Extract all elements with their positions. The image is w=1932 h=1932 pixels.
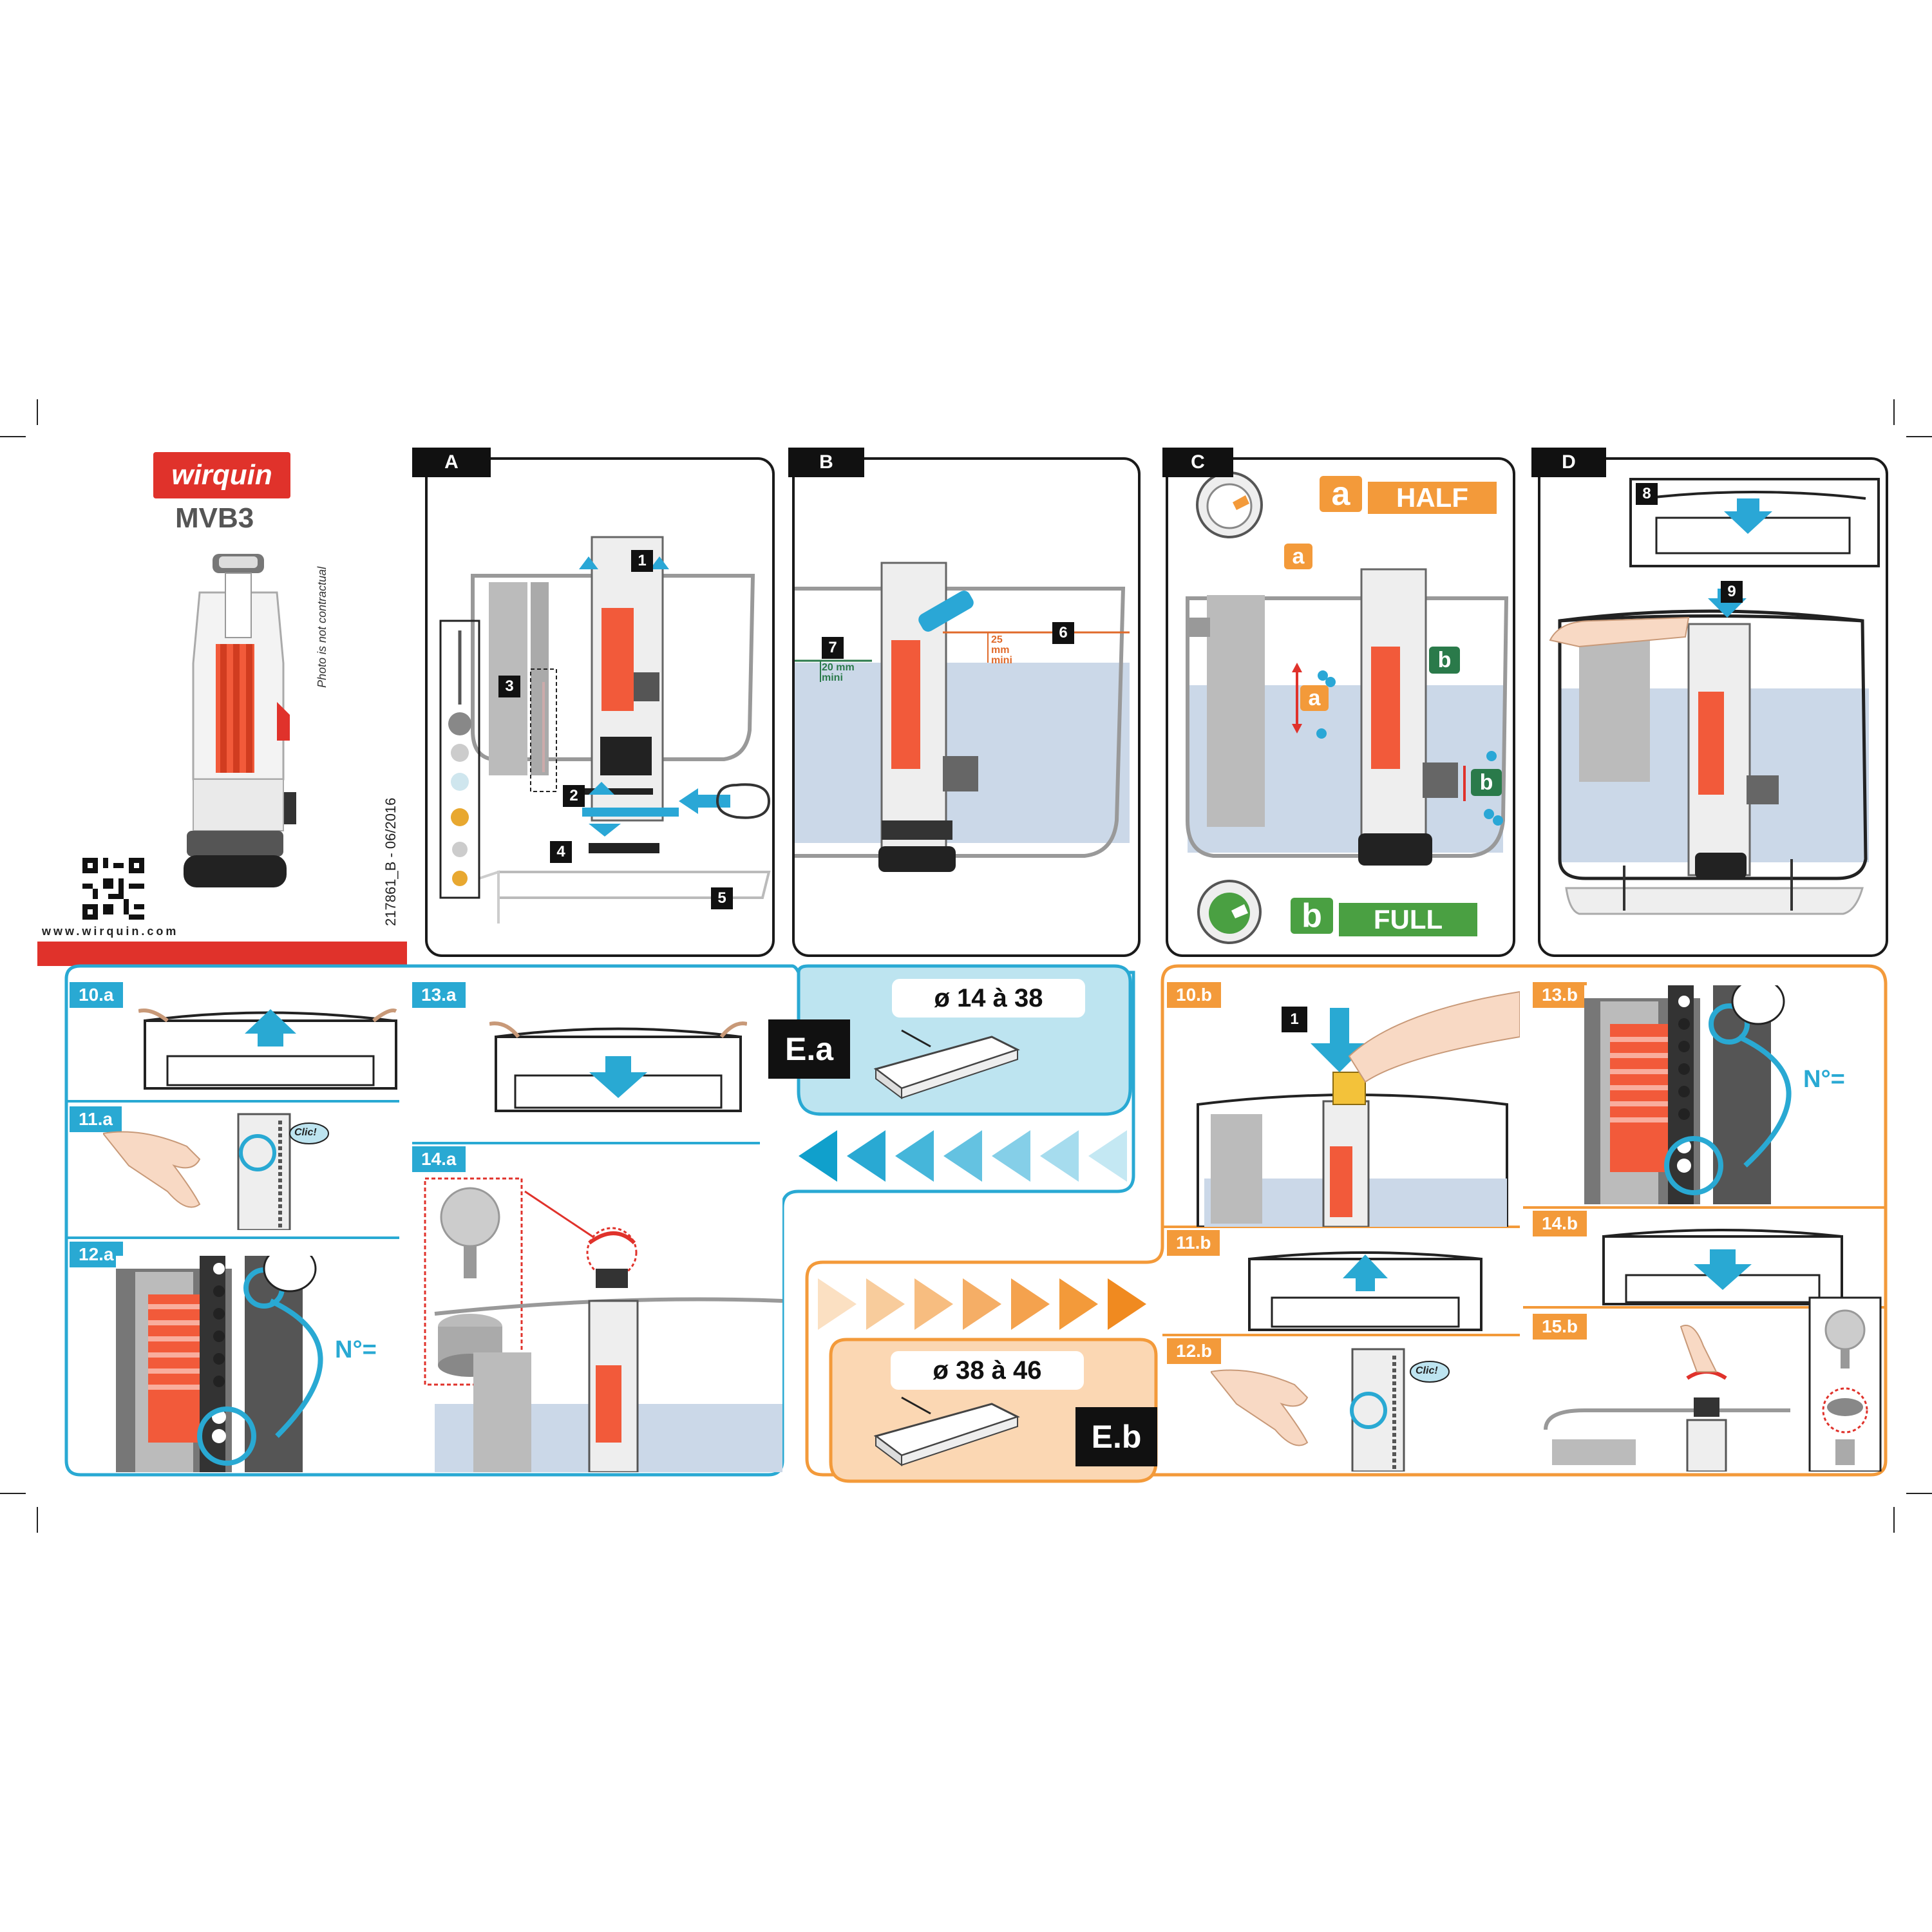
step-11b-illustration xyxy=(1248,1251,1482,1331)
step-12a-tag: 12.a xyxy=(70,1242,123,1267)
section-tag-a: A xyxy=(412,448,491,477)
crop-mark xyxy=(1906,1493,1932,1494)
eb-tag: E.b xyxy=(1075,1407,1157,1466)
step-13a-tag: 13.a xyxy=(412,982,466,1008)
brand-logo-text: wirquin xyxy=(171,459,272,491)
step-14b-tag: 14.b xyxy=(1533,1211,1587,1236)
step-11a-illustration xyxy=(103,1113,329,1230)
step-10a-illustration xyxy=(138,1009,397,1090)
step-13b-tag: 13.b xyxy=(1533,982,1587,1008)
step-12b-illustration xyxy=(1211,1348,1450,1472)
marker-b-side: b xyxy=(1471,769,1502,796)
crop-mark xyxy=(1893,1507,1895,1533)
crop-mark xyxy=(1906,436,1932,437)
n-label-a: N°= xyxy=(335,1336,377,1363)
crop-mark xyxy=(0,436,26,437)
step-5-marker: 5 xyxy=(711,887,733,909)
panel-a-illustration xyxy=(439,536,771,923)
website-text: www.wirquin.com xyxy=(42,925,179,938)
section-tag-b: B xyxy=(788,448,864,477)
marker-a-side: a xyxy=(1300,685,1329,711)
clic-label-a: Clic! xyxy=(294,1127,317,1138)
min-20-label: 20 mm mini xyxy=(822,662,855,683)
step-14a-illustration xyxy=(422,1172,782,1472)
model-name: MVB3 xyxy=(175,502,254,534)
brand-red-bar xyxy=(37,942,407,966)
step-9-marker: 9 xyxy=(1721,581,1743,603)
crop-mark xyxy=(1893,399,1895,425)
eb-diameter-label: ø 38 à 46 xyxy=(891,1351,1084,1390)
step-15b-illustration xyxy=(1544,1296,1882,1472)
step-13a-illustration xyxy=(489,1021,747,1112)
step-1b-marker: 1 xyxy=(1282,1007,1307,1032)
step-13b-illustration xyxy=(1584,985,1884,1204)
panel-b-illustration xyxy=(795,562,1130,872)
step-11a-tag: 11.a xyxy=(70,1106,122,1132)
eb-button-illustration xyxy=(873,1396,1020,1466)
step-7-marker: 7 xyxy=(822,637,844,659)
n-label-b: N°= xyxy=(1803,1066,1845,1093)
panel-c-illustration xyxy=(1186,471,1509,944)
step-6-marker: 6 xyxy=(1052,622,1074,644)
step-10b-tag: 10.b xyxy=(1167,982,1222,1008)
tank-water xyxy=(795,663,1130,843)
ea-diameter-label: ø 14 à 38 xyxy=(892,979,1085,1018)
step-1-marker: 1 xyxy=(631,550,653,572)
step-12a-illustration xyxy=(116,1256,399,1472)
step-15b-tag: 15.b xyxy=(1533,1314,1587,1340)
step-14b-illustration xyxy=(1602,1229,1843,1305)
section-tag-d: D xyxy=(1531,448,1606,477)
min-25-label: 25 mm mini xyxy=(991,634,1012,666)
step-4-marker: 4 xyxy=(550,841,572,863)
clic-label-b: Clic! xyxy=(1416,1365,1438,1376)
crop-mark xyxy=(37,1507,38,1533)
section-tag-c: C xyxy=(1162,448,1233,477)
panel-d-illustration xyxy=(1549,478,1880,915)
step-10a-tag: 10.a xyxy=(70,982,123,1008)
ea-tag: E.a xyxy=(768,1019,850,1079)
panel-b: 6 7 25 mm mini 20 mm mini xyxy=(792,457,1141,957)
qr-code xyxy=(82,858,144,920)
crop-mark xyxy=(0,1493,26,1494)
step-12b-tag: 12.b xyxy=(1167,1338,1222,1364)
step-10b-illustration xyxy=(1197,990,1520,1227)
brand-logo: wirquin xyxy=(153,452,290,498)
step-3-marker: 3 xyxy=(498,676,520,697)
ea-button-illustration xyxy=(873,1029,1020,1099)
product-photo xyxy=(184,554,296,887)
marker-a-top: a xyxy=(1284,544,1312,569)
step-2-marker: 2 xyxy=(563,785,585,807)
full-label: FULL xyxy=(1339,903,1477,936)
step-8-marker: 8 xyxy=(1636,483,1658,505)
full-letter: b xyxy=(1291,897,1333,934)
step-11b-tag: 11.b xyxy=(1167,1230,1220,1256)
half-letter: a xyxy=(1320,475,1362,513)
crop-mark xyxy=(37,399,38,425)
step-14a-tag: 14.a xyxy=(412,1146,466,1172)
panel-d: 8 9 xyxy=(1538,457,1888,957)
marker-b-top: b xyxy=(1429,647,1460,674)
panel-c: a HALF b FULL a a b b xyxy=(1166,457,1515,957)
panel-a: 1 2 3 4 5 xyxy=(425,457,775,957)
half-label: HALF xyxy=(1368,482,1497,514)
